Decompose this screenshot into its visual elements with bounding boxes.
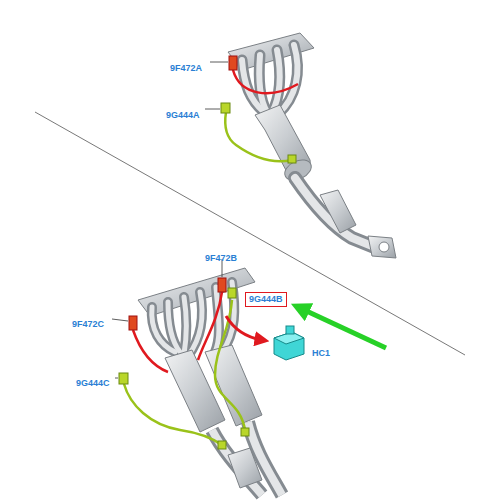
pointer-arrow <box>226 316 262 340</box>
connector-icon <box>274 326 304 360</box>
part-number: 9F472B <box>205 253 237 263</box>
part-number: 9F472A <box>170 57 202 75</box>
leader-lines <box>112 62 228 378</box>
top-manifold <box>221 33 396 258</box>
part-number: HC1 <box>312 342 330 360</box>
part-number: 9F472C <box>72 319 104 329</box>
part-number: 9F472C <box>72 313 104 331</box>
part-number: 9F472A <box>170 63 202 73</box>
part-number: 9G444A <box>166 110 200 120</box>
part-number: 9G444B <box>249 294 283 305</box>
part-number: HC1 <box>312 348 330 358</box>
bottom-manifold <box>119 268 282 495</box>
part-number: 9G444C <box>76 372 110 390</box>
pointer-arrow <box>300 308 386 348</box>
highlighted-part-box: 9G444B <box>245 292 287 307</box>
part-number: 9F472B <box>205 247 237 265</box>
divider-line <box>35 112 465 355</box>
part-number: 9G444A <box>166 104 200 122</box>
part-number: 9G444C <box>76 378 110 388</box>
